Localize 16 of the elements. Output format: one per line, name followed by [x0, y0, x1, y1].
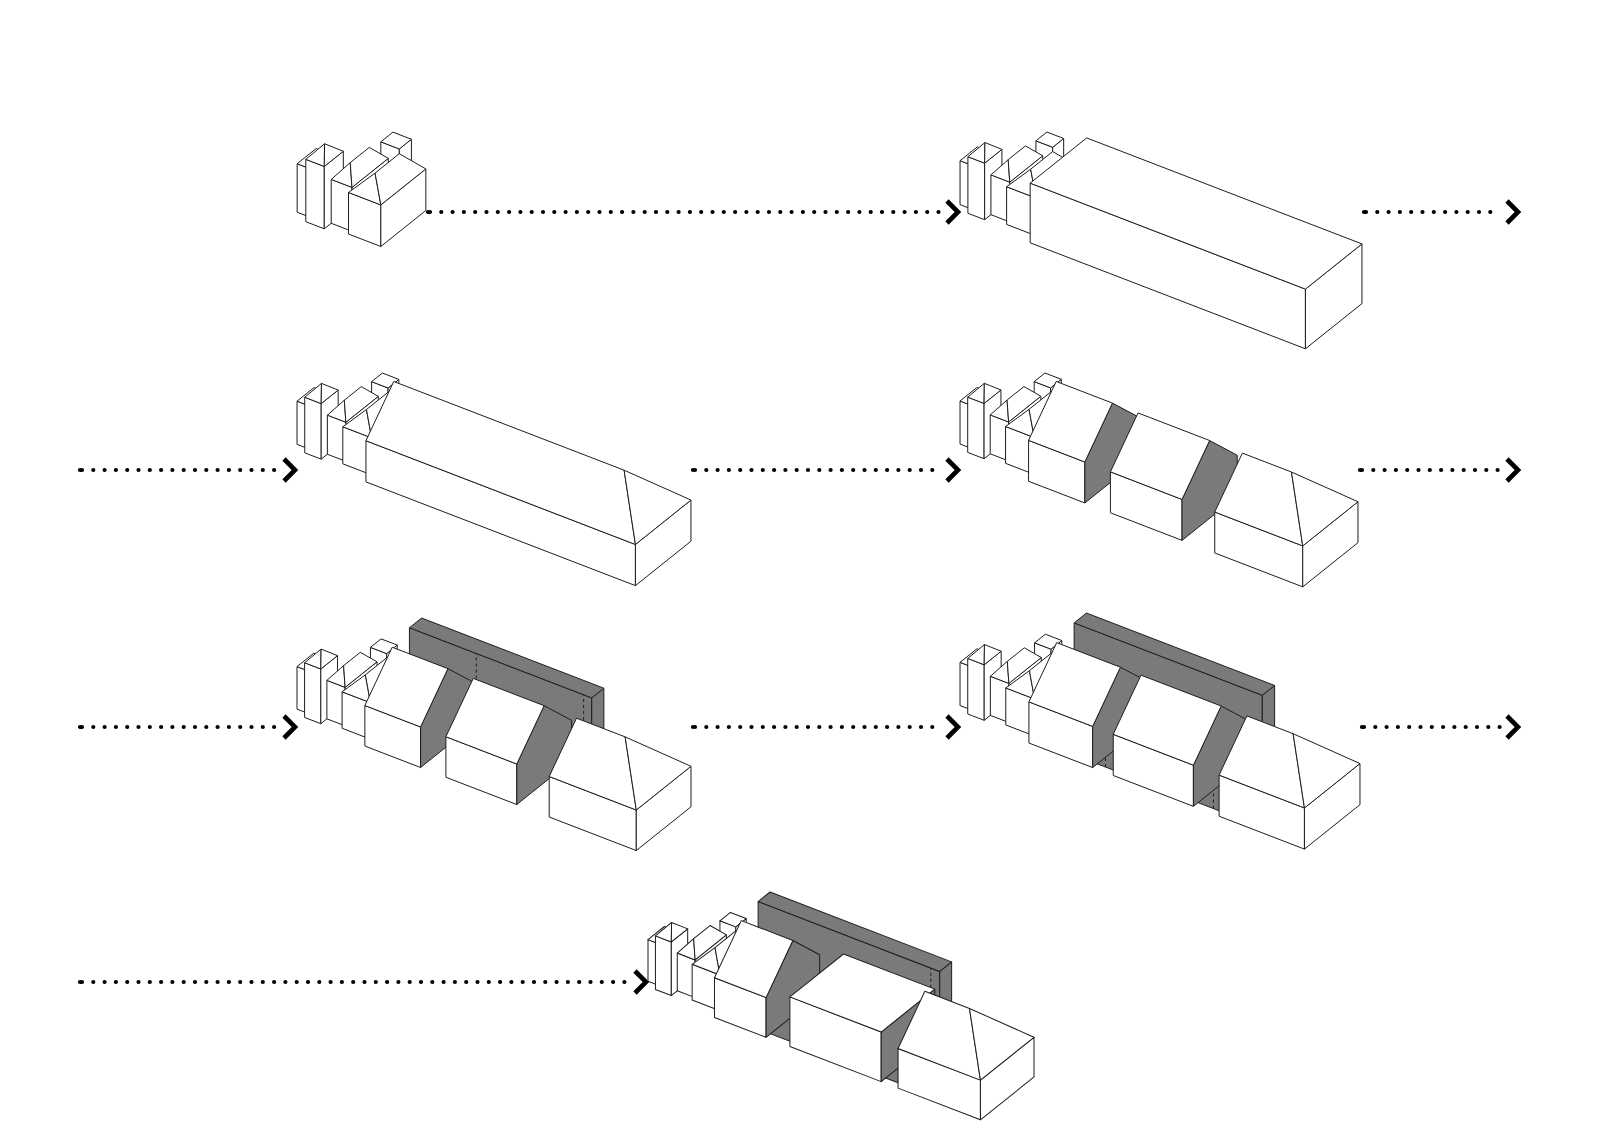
dotted-arrow [690, 456, 961, 484]
building-model-drawing [296, 131, 427, 248]
building-model-drawing [959, 612, 1361, 851]
dotted-arrow [425, 198, 961, 226]
dotted-arrow [1357, 456, 1521, 484]
dotted-arrow [690, 713, 961, 741]
dotted-arrow [77, 968, 649, 996]
dotted-arrow [1361, 198, 1521, 226]
dotted-arrow [77, 456, 298, 484]
dotted-arrow [77, 713, 298, 741]
building-model-drawing [959, 131, 1363, 350]
building-model-drawing [296, 372, 692, 587]
dotted-arrow [1359, 713, 1521, 741]
building-model-drawing [647, 891, 1035, 1121]
building-model-drawing [959, 372, 1359, 588]
building-model-drawing [296, 617, 692, 852]
